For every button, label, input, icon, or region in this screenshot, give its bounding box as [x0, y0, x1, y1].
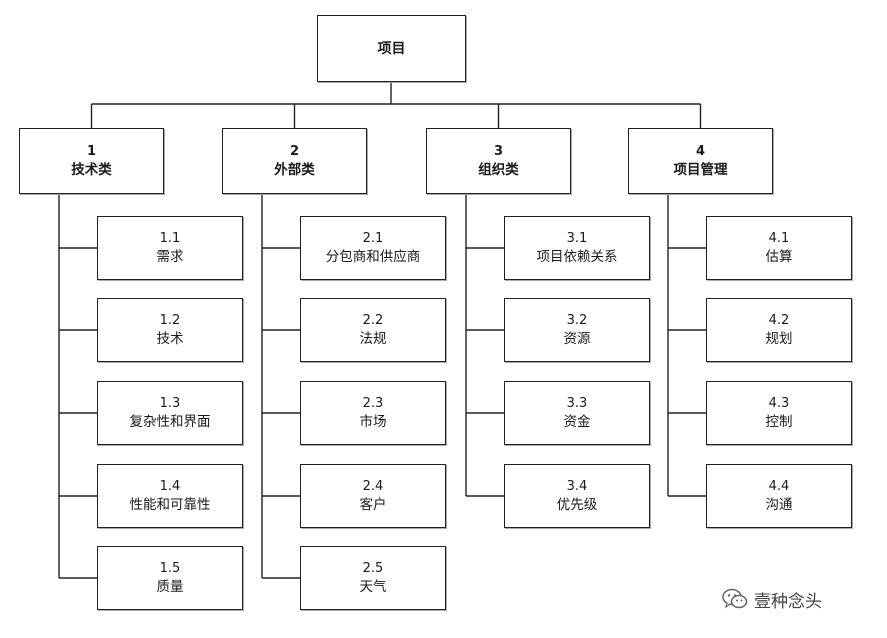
item-node-3-1-number: 3.1 — [566, 231, 588, 246]
category-node-3: 3 组织类 — [426, 128, 571, 194]
item-node-4-4-number: 4.4 — [768, 479, 790, 494]
item-node-2-3-number: 2.3 — [362, 396, 384, 411]
item-node-2-5-number: 2.5 — [362, 561, 384, 576]
item-node-2-1-number: 2.1 — [362, 231, 384, 246]
item-node-4-4-label: 沟通 — [765, 497, 793, 513]
item-node-1-3-label: 复杂性和界面 — [129, 414, 211, 430]
category-node-3-number: 3 — [493, 144, 504, 159]
item-node-1-3: 1.3 复杂性和界面 — [97, 381, 243, 445]
item-node-2-2-label: 法规 — [359, 331, 387, 347]
item-node-2-2-number: 2.2 — [362, 313, 384, 328]
item-node-3-4: 3.4 优先级 — [504, 464, 650, 528]
item-node-1-2: 1.2 技术 — [97, 298, 243, 362]
category-node-4-label: 项目管理 — [673, 162, 728, 178]
item-node-3-4-number: 3.4 — [566, 479, 588, 494]
item-node-4-2: 4.2 规划 — [706, 298, 852, 362]
item-node-2-2: 2.2 法规 — [300, 298, 446, 362]
item-node-2-3-label: 市场 — [359, 414, 387, 430]
item-node-1-1-number: 1.1 — [159, 231, 181, 246]
item-node-4-1: 4.1 估算 — [706, 216, 852, 280]
item-node-1-1: 1.1 需求 — [97, 216, 243, 280]
item-node-4-2-number: 4.2 — [768, 313, 790, 328]
item-node-4-1-label: 估算 — [765, 249, 793, 265]
item-node-2-5-label: 天气 — [359, 579, 387, 595]
watermark: 壹种念头 — [722, 587, 822, 612]
item-node-1-4-number: 1.4 — [159, 479, 181, 494]
category-node-1-number: 1 — [86, 144, 97, 159]
item-node-2-3: 2.3 市场 — [300, 381, 446, 445]
item-node-4-2-label: 规划 — [765, 331, 793, 347]
category-node-4: 4 项目管理 — [628, 128, 773, 194]
watermark-text: 壹种念头 — [754, 591, 822, 612]
item-node-1-4: 1.4 性能和可靠性 — [97, 464, 243, 528]
item-node-4-1-number: 4.1 — [768, 231, 790, 246]
item-node-1-2-label: 技术 — [156, 331, 184, 347]
item-node-3-2-label: 资源 — [563, 331, 591, 347]
root-node: 项目 — [317, 15, 466, 82]
item-node-3-4-label: 优先级 — [556, 497, 598, 513]
item-node-4-3-number: 4.3 — [768, 396, 790, 411]
category-node-3-label: 组织类 — [478, 162, 519, 178]
item-node-3-3-number: 3.3 — [566, 396, 588, 411]
item-node-2-5: 2.5 天气 — [300, 546, 446, 610]
item-node-2-4-number: 2.4 — [362, 479, 384, 494]
item-node-1-5-label: 质量 — [156, 579, 184, 595]
item-node-1-5: 1.5 质量 — [97, 546, 243, 610]
item-node-1-5-number: 1.5 — [159, 561, 181, 576]
category-node-2: 2 外部类 — [222, 128, 367, 194]
category-node-1-label: 技术类 — [71, 162, 112, 178]
wechat-icon — [722, 588, 748, 610]
category-node-2-label: 外部类 — [274, 162, 315, 178]
item-node-4-4: 4.4 沟通 — [706, 464, 852, 528]
item-node-2-1-label: 分包商和供应商 — [325, 249, 421, 265]
item-node-1-4-label: 性能和可靠性 — [129, 497, 211, 513]
item-node-3-3-label: 资金 — [563, 414, 591, 430]
category-node-1: 1 技术类 — [19, 128, 164, 194]
item-node-1-3-number: 1.3 — [159, 396, 181, 411]
item-node-4-3: 4.3 控制 — [706, 381, 852, 445]
root-label: 项目 — [377, 40, 406, 57]
item-node-3-1-label: 项目依赖关系 — [536, 249, 618, 265]
category-node-4-number: 4 — [695, 144, 706, 159]
item-node-3-3: 3.3 资金 — [504, 381, 650, 445]
item-node-1-2-number: 1.2 — [159, 313, 181, 328]
item-node-1-1-label: 需求 — [156, 249, 184, 265]
item-node-2-1: 2.1 分包商和供应商 — [300, 216, 446, 280]
item-node-3-1: 3.1 项目依赖关系 — [504, 216, 650, 280]
item-node-2-4: 2.4 客户 — [300, 464, 446, 528]
item-node-3-2-number: 3.2 — [566, 313, 588, 328]
item-node-4-3-label: 控制 — [765, 414, 793, 430]
item-node-2-4-label: 客户 — [359, 497, 387, 513]
item-node-3-2: 3.2 资源 — [504, 298, 650, 362]
category-node-2-number: 2 — [289, 144, 300, 159]
